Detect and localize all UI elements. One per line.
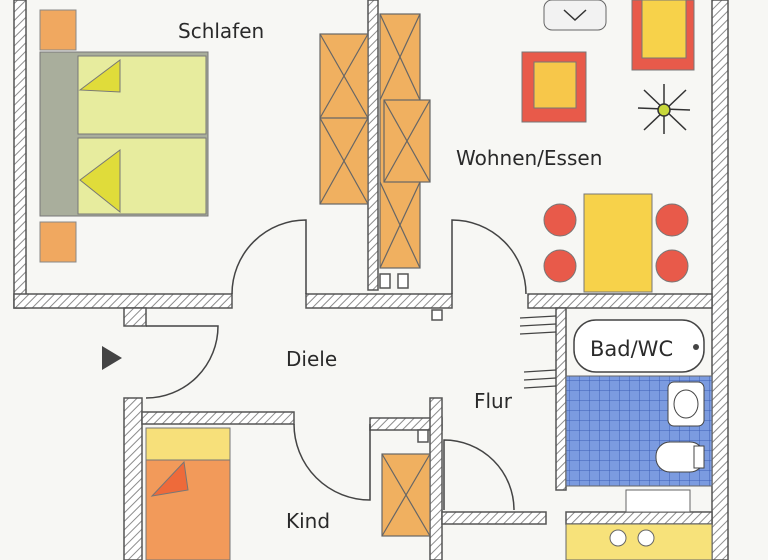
- double-bed: [39, 9, 209, 263]
- room-label-diele: Diele: [286, 347, 337, 371]
- toilet: [655, 441, 705, 473]
- room-label-schlafen: Schlafen: [178, 19, 264, 43]
- radiator: [519, 315, 557, 389]
- wardrobes: [319, 13, 431, 537]
- armchairs: [521, 0, 695, 123]
- room-label-bad-wc: Bad/WC: [590, 337, 673, 361]
- tv-stand: [543, 0, 607, 31]
- room-label-wohnen-essen: Wohnen/Essen: [456, 146, 602, 170]
- pillars: [379, 273, 443, 443]
- kid-bed: [145, 427, 231, 560]
- entrance-arrow-icon: [102, 346, 122, 370]
- room-label-kind: Kind: [286, 509, 330, 533]
- room-label-flur: Flur: [474, 389, 513, 413]
- dining-set: [543, 193, 689, 293]
- bathtub: [573, 319, 705, 373]
- kitchen: [565, 489, 713, 560]
- sink: [667, 381, 705, 427]
- walls: [13, 0, 729, 560]
- plant-icon: [637, 84, 691, 134]
